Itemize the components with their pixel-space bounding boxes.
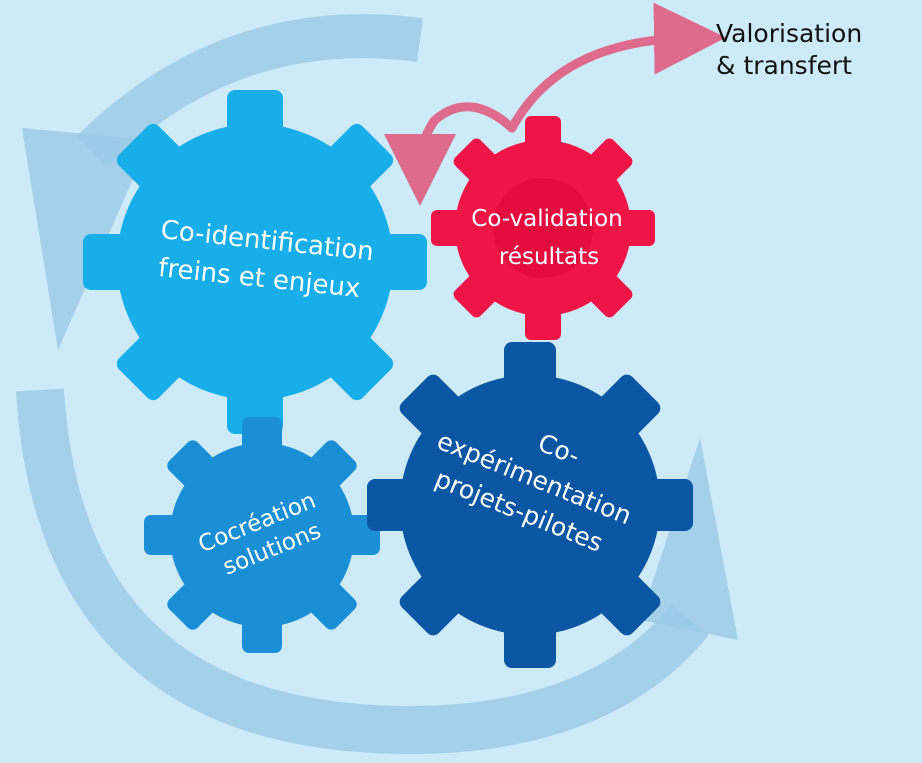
transfer-arrow-icon [384, 2, 726, 206]
gear-icon [144, 417, 380, 653]
transfer-arrow-up [507, 2, 726, 133]
transfer-label-line-1: Valorisation [716, 19, 863, 48]
cycle-arc-top [76, 14, 423, 168]
gear-cocreation: Cocréation solutions [144, 417, 380, 653]
gear-icon [367, 342, 693, 668]
gear-experimentation: Co- expérimentation projets-pilotes [367, 342, 693, 668]
transfer-arrow-back [384, 102, 517, 206]
gear-validation-label-1: Co-validation [471, 206, 622, 232]
cycle-arrowhead-right [640, 438, 738, 640]
cycle-arc-bottom [16, 388, 709, 755]
gear-validation-label-2: résultats [499, 244, 599, 270]
gear-icon [83, 90, 427, 434]
transfer-label-line-2: & transfert [716, 51, 852, 80]
transfer-label: Valorisation & transfert [716, 18, 862, 82]
gear-identification: Co-identification freins et enjeux [83, 90, 427, 434]
gear-validation: Co-validation résultats [431, 116, 655, 340]
